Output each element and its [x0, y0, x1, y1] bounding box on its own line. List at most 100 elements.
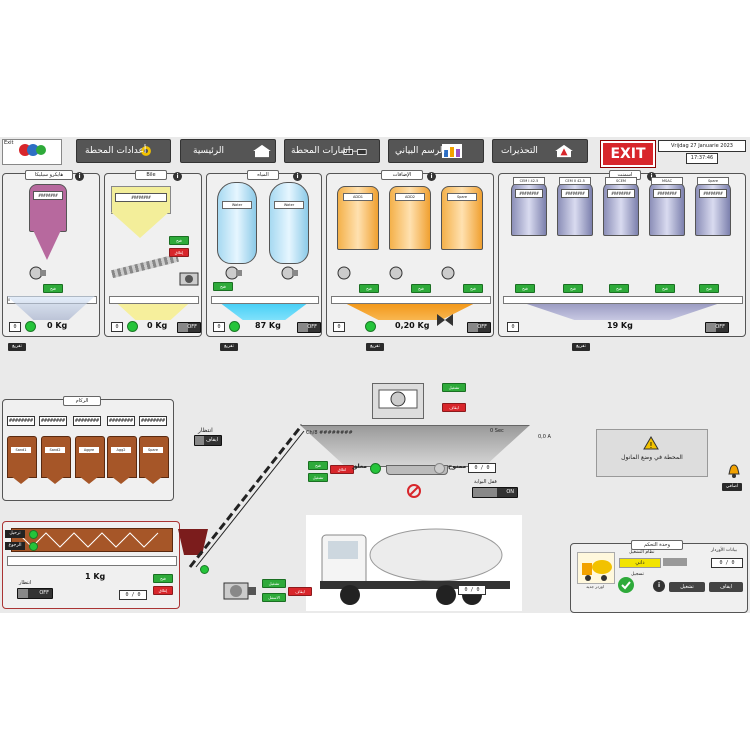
cement-toggle[interactable]: OFF	[705, 322, 729, 333]
microsilica-open-button[interactable]: فتح	[43, 284, 63, 293]
status-led	[127, 321, 138, 332]
microsilica-title: هايكرو سيليكا	[25, 170, 73, 180]
cement-silo-1: CEM I 42.5########	[511, 177, 547, 236]
mixer-truck-icon	[582, 560, 612, 581]
station-settings-label: أعدادات المحطة	[85, 146, 147, 156]
stage-label: تسجيل	[631, 572, 644, 577]
aggregates-title: الركام	[63, 396, 101, 406]
status-led	[365, 321, 376, 332]
mixer-gate-button[interactable]: تشغيل	[308, 473, 328, 482]
belt-open-button[interactable]: فتح	[153, 574, 173, 583]
additives-toggle[interactable]: OFF	[467, 322, 491, 333]
info-icon[interactable]: i	[647, 172, 656, 181]
info-icon[interactable]: i	[293, 172, 302, 181]
exit-button[interactable]: EXIT	[600, 140, 656, 168]
aggregate-bin-4: Agg2	[107, 428, 137, 486]
additive-3-button[interactable]: فتح	[463, 284, 483, 293]
motor-stop-button[interactable]: ايقاف	[288, 587, 312, 596]
cement-weight: 19 Kg	[607, 321, 633, 330]
belt-toggle[interactable]: OFF	[17, 588, 53, 599]
warnings-button[interactable]: التحذيرات	[492, 139, 588, 163]
bile-open-button[interactable]: فتح	[169, 236, 189, 245]
additives-weight: 0,20 Kg	[395, 321, 430, 330]
status-led	[200, 565, 209, 574]
gate-closed-label: معلق	[352, 463, 367, 470]
bile-close-button[interactable]: إغلاق	[169, 248, 189, 257]
info-icon[interactable]: i	[427, 172, 436, 181]
alarm-box: ! المحطة في وضع المانول	[596, 429, 708, 477]
station-settings-button[interactable]: أعدادات المحطة	[76, 139, 171, 163]
belt-close-button[interactable]: إغلاق	[153, 586, 173, 595]
microsilica-panel: هايكرو سيليكا i ######## فتح 0 0 0 Kg	[2, 170, 100, 337]
cement-discharge-button[interactable]: تفريغ	[572, 343, 590, 351]
warning-icon: !	[643, 436, 659, 450]
aggregate-bin-2: Sand2	[41, 428, 71, 486]
charts-button[interactable]: الرسم البياني	[388, 139, 484, 163]
water-panel: المياه i Water Water فتح 0 87 Kg OFF	[206, 170, 322, 337]
cement-open-button-5[interactable]: فتح	[699, 284, 719, 293]
additive-1-button[interactable]: فتح	[359, 284, 379, 293]
screw-motor-icon	[29, 266, 46, 280]
start-button[interactable]: تشغيل	[669, 582, 705, 592]
additive-tank-3: Spare	[441, 186, 483, 250]
pump-icon	[225, 266, 242, 280]
control-unit-title: وحدة التحكم	[631, 540, 683, 550]
cement-silo-3: SCEM########	[603, 177, 639, 236]
pump-icon	[441, 266, 455, 280]
stop-button[interactable]: ايقاف	[709, 582, 743, 592]
home-label: الرئيسية	[193, 146, 224, 156]
cement-open-button-4[interactable]: فتح	[655, 284, 675, 293]
mixer-drum	[300, 425, 530, 467]
order-count: 0 / 0	[711, 558, 743, 568]
cement-open-button-1[interactable]: فتح	[515, 284, 535, 293]
home-button[interactable]: الرئيسية	[180, 139, 276, 163]
wait-toggle[interactable]: ايقاف	[194, 435, 222, 446]
bile-conveyor	[111, 253, 179, 279]
bar-chart-icon	[442, 144, 462, 158]
additive-2-button[interactable]: فتح	[411, 284, 431, 293]
additives-title: الإضافات	[381, 170, 423, 180]
mixer-gate-stop[interactable]: اغلاق	[330, 465, 354, 474]
silo-display: ########	[33, 191, 63, 200]
cement-scale	[503, 296, 743, 304]
station-signals-button[interactable]: اشارات المحطة	[284, 139, 380, 163]
mixer-motor	[372, 383, 424, 419]
bell-button[interactable]: اصافي	[722, 483, 742, 491]
water-discharge-button[interactable]: تفريغ	[220, 343, 238, 351]
weigh-hopper	[7, 296, 95, 320]
bile-scale	[109, 296, 199, 304]
status-led	[229, 321, 240, 332]
order-data-label: بيانات الأوردار	[711, 548, 737, 553]
mixer-stop-button[interactable]: ايقاف	[442, 403, 466, 412]
mode-bar	[663, 558, 687, 566]
motor-down-button[interactable]: الاسفل	[262, 593, 286, 602]
water-open-button[interactable]: فتح	[213, 282, 233, 291]
bile-toggle[interactable]: OFF	[177, 322, 201, 333]
time-display: 17:37:46	[686, 153, 718, 164]
info-icon[interactable]: i	[75, 172, 84, 181]
cement-open-button-3[interactable]: فتح	[609, 284, 629, 293]
truck-ratio: 0 / 0	[458, 585, 486, 595]
cement-open-button-2[interactable]: فتح	[563, 284, 583, 293]
info-icon[interactable]: i	[173, 172, 182, 181]
info-icon[interactable]: i	[653, 580, 665, 592]
microsilica-discharge-button[interactable]: تفريغ	[8, 343, 26, 351]
door-lock-toggle[interactable]: ON	[472, 487, 518, 498]
check-icon	[618, 577, 634, 593]
belt-forward-label: ترحيل	[5, 530, 25, 538]
motor-start-button[interactable]: تشغيل	[262, 579, 286, 588]
bile-panel: Bile i ######## فتح إغلاق 0 0 Kg OFF	[104, 170, 202, 337]
gate-open-led	[434, 463, 445, 474]
zero-display: 0	[333, 322, 345, 332]
mixer-start-button[interactable]: تشغيل	[442, 383, 466, 392]
mixer-gate-open[interactable]: فتح	[308, 461, 328, 470]
water-toggle[interactable]: OFF	[297, 322, 321, 333]
additives-discharge-button[interactable]: تفريغ	[366, 343, 384, 351]
bell-icon[interactable]	[726, 463, 742, 479]
bile-cone	[111, 212, 169, 238]
mixer-outlet	[386, 465, 448, 475]
mixer-ratio: 0 / 0	[468, 463, 496, 473]
home-icon	[253, 144, 271, 158]
gear-icon	[141, 146, 151, 156]
belt-wait-label: انتظار	[19, 580, 32, 586]
